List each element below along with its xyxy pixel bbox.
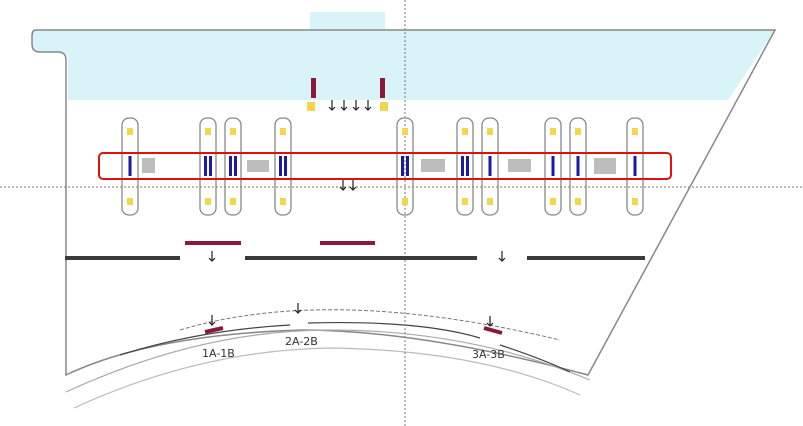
gate-label-2a-2b: 2A-2B (285, 335, 318, 348)
pillar-marker (462, 128, 468, 135)
sky-area (310, 12, 385, 32)
pillar-marker (632, 128, 638, 135)
walkway-solid (307, 321, 481, 339)
walkway-solid (119, 324, 291, 356)
check-in-counter (128, 156, 132, 176)
highlight-box (98, 152, 672, 180)
baggage-area (594, 158, 616, 174)
arrow-down-icon (339, 180, 347, 191)
pillar (274, 117, 292, 216)
gate-door (483, 326, 503, 335)
pillar-marker (402, 128, 408, 135)
pillar-marker (487, 198, 493, 205)
sky-area (32, 30, 775, 100)
baggage-area (247, 160, 269, 172)
check-in-counter (466, 156, 469, 176)
pillar (569, 117, 587, 216)
gate-label-3a-3b: 3A-3B (472, 348, 505, 361)
pillar-marker (462, 198, 468, 205)
pillar (121, 117, 139, 216)
check-in-counter (461, 156, 464, 176)
arrow-down-icon (208, 315, 216, 326)
pillar-marker (487, 128, 493, 135)
pillar-marker (127, 128, 133, 135)
gate-label-1a-1b: 1A-1B (202, 347, 235, 360)
arrow-down-icon (294, 303, 302, 314)
check-in-counter (406, 156, 409, 176)
pillar-marker (575, 128, 581, 135)
pillar-marker (230, 128, 236, 135)
check-in-counter (551, 156, 555, 176)
terminal-outline (31, 29, 777, 377)
pillar-marker (632, 198, 638, 205)
check-in-counter (204, 156, 207, 176)
arrow-down-icon (486, 316, 494, 327)
door-marker (311, 78, 316, 98)
outer-road (73, 347, 581, 409)
check-in-counter (576, 156, 580, 176)
baggage-area (508, 159, 531, 172)
pillar-marker (205, 198, 211, 205)
door-marker (380, 78, 385, 98)
check-in-counter (279, 156, 282, 176)
pillar-marker (550, 128, 556, 135)
walkway-solid (499, 344, 571, 373)
walkway-dashed (179, 309, 561, 341)
pillar-marker (280, 198, 286, 205)
pillar-marker (550, 198, 556, 205)
pillar (481, 117, 499, 216)
pillar (396, 117, 414, 216)
pillar (199, 117, 217, 216)
arrow-down-icon (364, 100, 372, 111)
arrow-down-icon (352, 100, 360, 111)
baggage-area (142, 158, 155, 173)
pillar-marker (402, 198, 408, 205)
pillar (224, 117, 242, 216)
pillar (626, 117, 644, 216)
check-in-counter (488, 156, 492, 176)
pillar-marker (380, 102, 388, 111)
gate-door (204, 326, 224, 334)
pillar-marker (280, 128, 286, 135)
arrow-down-icon (328, 100, 336, 111)
pillar-marker (127, 198, 133, 205)
arrow-down-icon (349, 180, 357, 191)
outer-road (65, 329, 591, 393)
pillar-marker (307, 102, 315, 111)
pillar-marker (205, 128, 211, 135)
pillar-marker (575, 198, 581, 205)
check-in-counter (401, 156, 404, 176)
pillar-marker (230, 198, 236, 205)
pillar (456, 117, 474, 216)
check-in-counter (229, 156, 232, 176)
arrow-down-icon (208, 251, 216, 262)
pillar (544, 117, 562, 216)
arrow-down-icon (340, 100, 348, 111)
check-in-counter (234, 156, 237, 176)
check-in-counter (633, 156, 637, 176)
check-in-counter (284, 156, 287, 176)
baggage-area (421, 159, 445, 172)
arrow-down-icon (498, 251, 506, 262)
check-in-counter (209, 156, 212, 176)
